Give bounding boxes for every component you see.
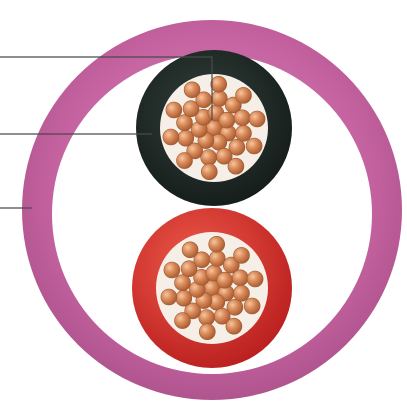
black-core-copper-strand xyxy=(177,153,193,169)
black-core-copper-strand xyxy=(211,76,227,92)
black-core-copper-strand xyxy=(234,110,250,126)
black-core-copper-strand xyxy=(219,112,235,128)
black-core-copper-strand xyxy=(236,87,252,103)
red-core-copper-strand xyxy=(234,247,250,263)
black-core-copper-strand xyxy=(249,111,265,127)
black-core-copper-strand xyxy=(163,129,179,145)
black-core-copper-strand xyxy=(201,164,217,180)
red-core-copper-strand xyxy=(217,272,233,288)
black-core-copper-strand xyxy=(166,102,182,118)
black-core-copper-strand xyxy=(228,158,244,174)
red-core-copper-strand xyxy=(244,298,260,314)
red-core-copper-strand xyxy=(176,290,192,306)
black-core-copper-strand xyxy=(184,82,200,98)
black-core-copper-strand xyxy=(236,125,252,141)
black-core-copper-strand xyxy=(177,115,193,131)
red-core-copper-strand xyxy=(175,313,191,329)
red-core-copper-strand xyxy=(226,318,242,334)
red-core-copper-strand xyxy=(209,236,225,252)
black-core-copper-strand xyxy=(201,150,217,166)
black-core xyxy=(136,50,292,206)
red-core-copper-strand xyxy=(234,285,250,301)
black-core-copper-strand xyxy=(178,130,194,146)
red-core-copper-strand xyxy=(161,289,177,305)
black-core-copper-strand xyxy=(211,91,227,107)
red-core-copper-strand xyxy=(232,270,248,286)
red-core-copper-strand xyxy=(247,271,263,287)
red-core-copper-strand xyxy=(199,324,215,340)
red-core-copper-strand xyxy=(199,310,215,326)
red-core-copper-strand xyxy=(164,262,180,278)
red-core xyxy=(132,208,292,368)
black-core-copper-strand xyxy=(246,138,262,154)
red-core-copper-strand xyxy=(209,251,225,267)
red-core-copper-strand xyxy=(175,275,191,291)
red-core-copper-strand xyxy=(182,242,198,258)
